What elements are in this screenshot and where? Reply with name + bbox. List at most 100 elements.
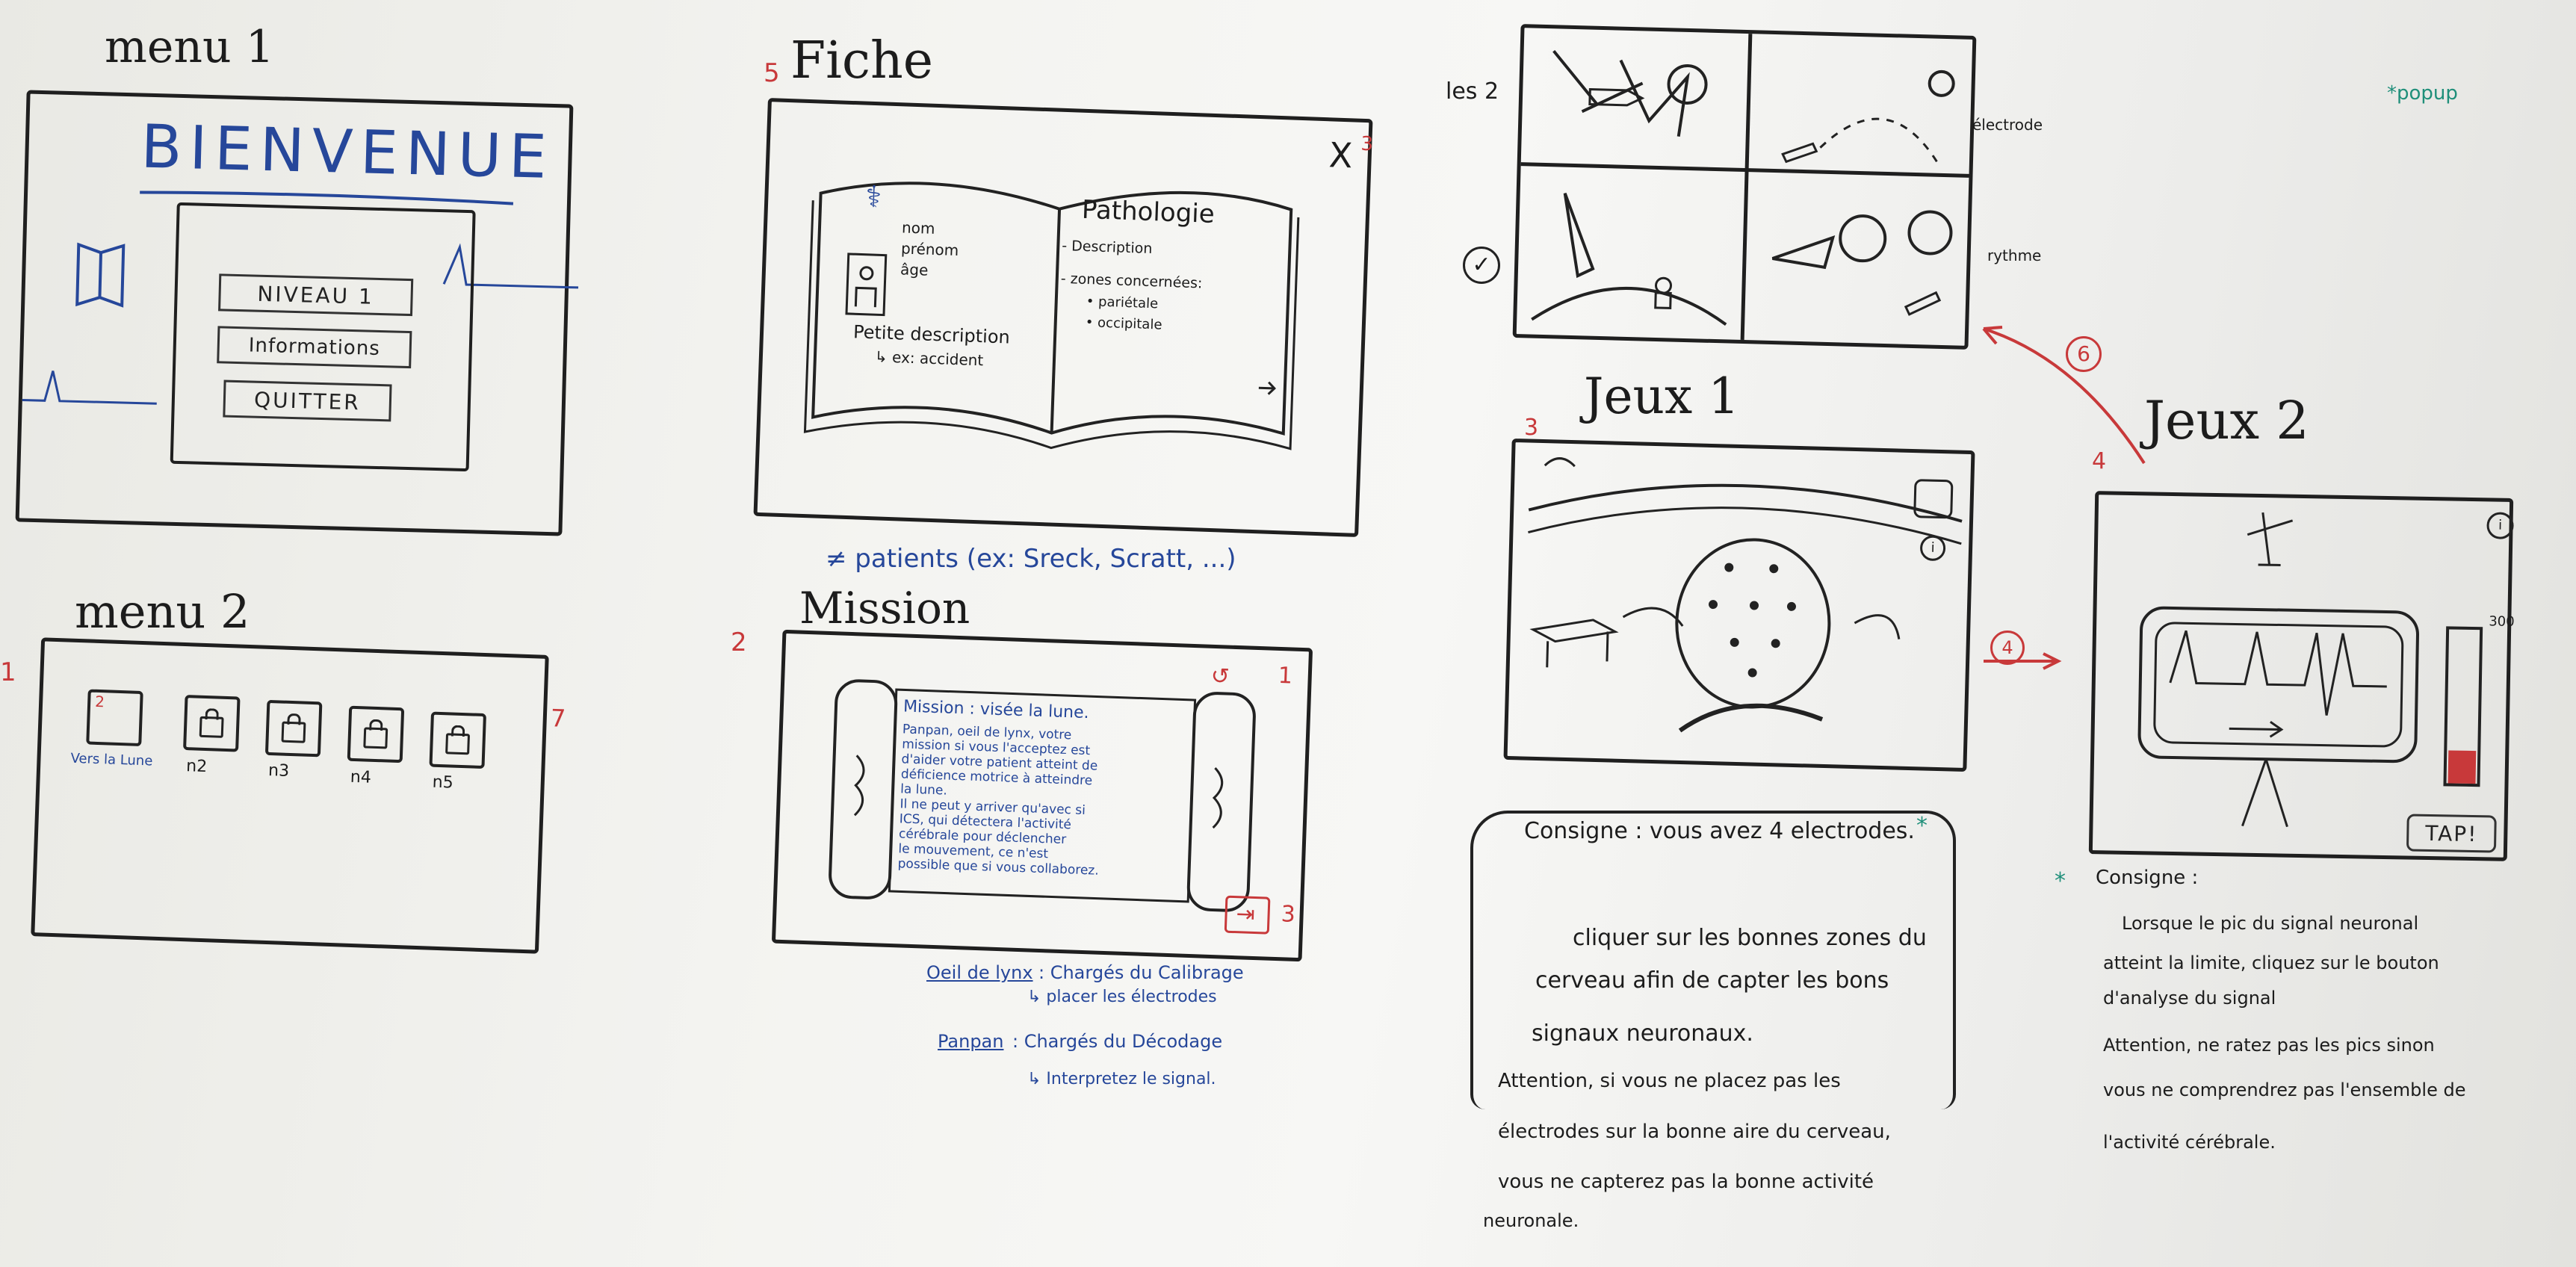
check-icon: ✓	[1463, 247, 1500, 284]
caduceus-icon: ⚕	[864, 179, 882, 215]
electrode-dot[interactable]	[1730, 637, 1739, 648]
jeux2-consigne-line: atteint la limite, cliquez sur le bouton	[2103, 952, 2439, 973]
jeux1-frame: i	[1503, 438, 1975, 772]
arrow-4-number: 4	[1990, 631, 2025, 665]
jeux1-consigne-title: Consigne : vous avez 4 electrodes.	[1524, 818, 1915, 844]
jeux1-consigne-line: signaux neuronaux.	[1532, 1020, 1753, 1047]
lock-icon	[281, 721, 306, 743]
panel-3-rocket-drawing	[1531, 193, 1727, 326]
jeux1-consigne-line: cliquer sur les bonnes zones du	[1573, 925, 1927, 951]
menu2-number-left: 1	[0, 657, 16, 687]
fiche-title: Fiche	[790, 31, 934, 90]
quitter-button[interactable]: QUITTER	[223, 380, 392, 422]
mission-next-number: 3	[1281, 901, 1296, 928]
informations-button[interactable]: Informations	[217, 326, 412, 369]
jeux2-star-note: *	[2055, 868, 2066, 894]
jeux1-consigne-line: cerveau afin de capter les bons	[1535, 967, 1889, 994]
role-1-name: Oeil de lynx	[926, 962, 1033, 983]
jeux2-consigne-line: d'analyse du signal	[2103, 988, 2276, 1009]
close-button[interactable]: X	[1328, 134, 1354, 176]
electrode-dot[interactable]	[1786, 601, 1797, 611]
arrow-right-icon: ⇥	[1236, 901, 1256, 929]
panel-1-explosion-drawing	[1552, 49, 1708, 137]
jeux1-consigne-bubble	[1470, 811, 1956, 1109]
role-2-sub: ↳ Interpretez le signal.	[1027, 1070, 1216, 1088]
lock-icon	[445, 733, 471, 755]
level-1-number: 2	[94, 692, 105, 711]
level-2-box[interactable]	[183, 695, 241, 752]
storyboard-frame	[1512, 24, 1977, 350]
role-1-task: : Chargés du Calibrage	[1038, 962, 1244, 983]
menu2-number-right: 7	[550, 704, 566, 733]
level-2-label: n2	[185, 757, 208, 777]
level-4-box[interactable]	[347, 705, 405, 763]
mission-title: Mission	[799, 583, 970, 634]
mission-number: 2	[731, 628, 747, 657]
electrode-dot[interactable]	[1708, 599, 1718, 610]
lock-icon	[363, 727, 388, 749]
patients-note: ≠ patients (ex: Sreck, Scratt, ...)	[826, 544, 1236, 574]
electrode-dot[interactable]	[1771, 639, 1780, 648]
fiche-number: 5	[764, 58, 780, 88]
menu1-title: menu 1	[105, 21, 274, 73]
fiche-field-prenom: prénom	[900, 239, 959, 260]
jeux1-title: Jeux 1	[1584, 368, 1740, 425]
gauge-max: 300	[2489, 613, 2515, 630]
menu2-frame: 7 2 Vers la Lune n2 n3 n4 n5	[31, 637, 566, 954]
storyboard-label-electrode: électrode	[1972, 116, 2043, 134]
jeux2-consigne-line: vous ne comprendrez pas l'ensemble de	[2103, 1079, 2466, 1100]
mission-scroll-text: Mission : visée la lune. Panpan, oeil de…	[897, 697, 1195, 881]
close-number: 3	[1360, 132, 1374, 156]
jeux1-attention-line: électrodes sur la bonne aire du cerveau,	[1498, 1121, 1891, 1143]
jeux1-star-note: *	[1916, 813, 1928, 839]
role-2-name: Panpan	[938, 1031, 1004, 1052]
level-3-label: n3	[267, 760, 290, 781]
storyboard-label-left: les 2	[1446, 78, 1499, 105]
heading-underline	[140, 190, 514, 205]
fiche-field-nom: nom	[901, 218, 935, 238]
electrode-dot[interactable]	[1724, 563, 1734, 572]
jeux2-consigne-title: Consigne :	[2096, 867, 2199, 889]
menu1-heading: BIENVENUE	[140, 111, 555, 193]
jeux1-attention-line: neuronale.	[1483, 1210, 1579, 1231]
electrode-dot[interactable]	[1747, 668, 1757, 678]
pathologie-heading: Pathologie	[1081, 194, 1216, 229]
panel-2-trajectory-drawing	[1781, 69, 1955, 167]
electrode-dot[interactable]	[1769, 564, 1779, 574]
lock-icon	[199, 716, 224, 738]
level-5-box[interactable]	[429, 711, 486, 769]
jeux2-title: Jeux 2	[2144, 390, 2309, 451]
mission-frame: ↺ 1 Mission : visée la lune. Panpan, oei…	[771, 629, 1313, 962]
pathologie-item-4: • occipitale	[1085, 315, 1162, 333]
jeux1-settings-button[interactable]	[1913, 479, 1954, 519]
level-1-box[interactable]: 2	[86, 689, 143, 747]
arrow-6	[1982, 326, 2146, 465]
arrow-6-number: 6	[2066, 336, 2102, 372]
niveau1-button[interactable]: NIVEAU 1	[218, 273, 414, 317]
mission-corner-number: 1	[1278, 662, 1293, 690]
open-book-drawing	[803, 182, 1300, 450]
role-2-task: : Chargés du Décodage	[1012, 1031, 1223, 1052]
role-1-sub: ↳ placer les électrodes	[1027, 988, 1217, 1006]
jeux2-consigne-line: l'activité cérébrale.	[2103, 1132, 2276, 1153]
fiche-field-age: âge	[900, 260, 929, 279]
description-example: ↳ ex: accident	[874, 347, 984, 370]
electrode-dot[interactable]	[1749, 601, 1759, 610]
arrow-4	[1984, 652, 2062, 670]
level-4-label: n4	[350, 767, 372, 787]
storyboard-label-rythme: rythme	[1987, 247, 2042, 264]
jeux1-attention-line: Attention, si vous ne placez pas les	[1498, 1070, 1841, 1092]
mission-next-button[interactable]: ⇥	[1224, 895, 1271, 935]
level-1-label: Vers la Lune	[70, 750, 153, 769]
signal-line-left	[22, 371, 157, 405]
menu2-title: menu 2	[75, 584, 250, 639]
door-icon	[75, 242, 126, 308]
jeux1-number: 3	[1524, 415, 1539, 441]
fiche-frame: X 3 ⚕ nom prénom âge Petite description …	[753, 98, 1374, 537]
storyboard-divider-v	[1740, 34, 1753, 341]
level-3-box[interactable]	[264, 699, 323, 758]
menu1-inner-panel: NIVEAU 1 Informations QUITTER	[170, 202, 476, 472]
jeux2-frame: i 300 TAP!	[2088, 491, 2515, 861]
tap-button[interactable]: TAP!	[2406, 814, 2497, 853]
jeux2-signal-drawing	[2137, 512, 2483, 828]
